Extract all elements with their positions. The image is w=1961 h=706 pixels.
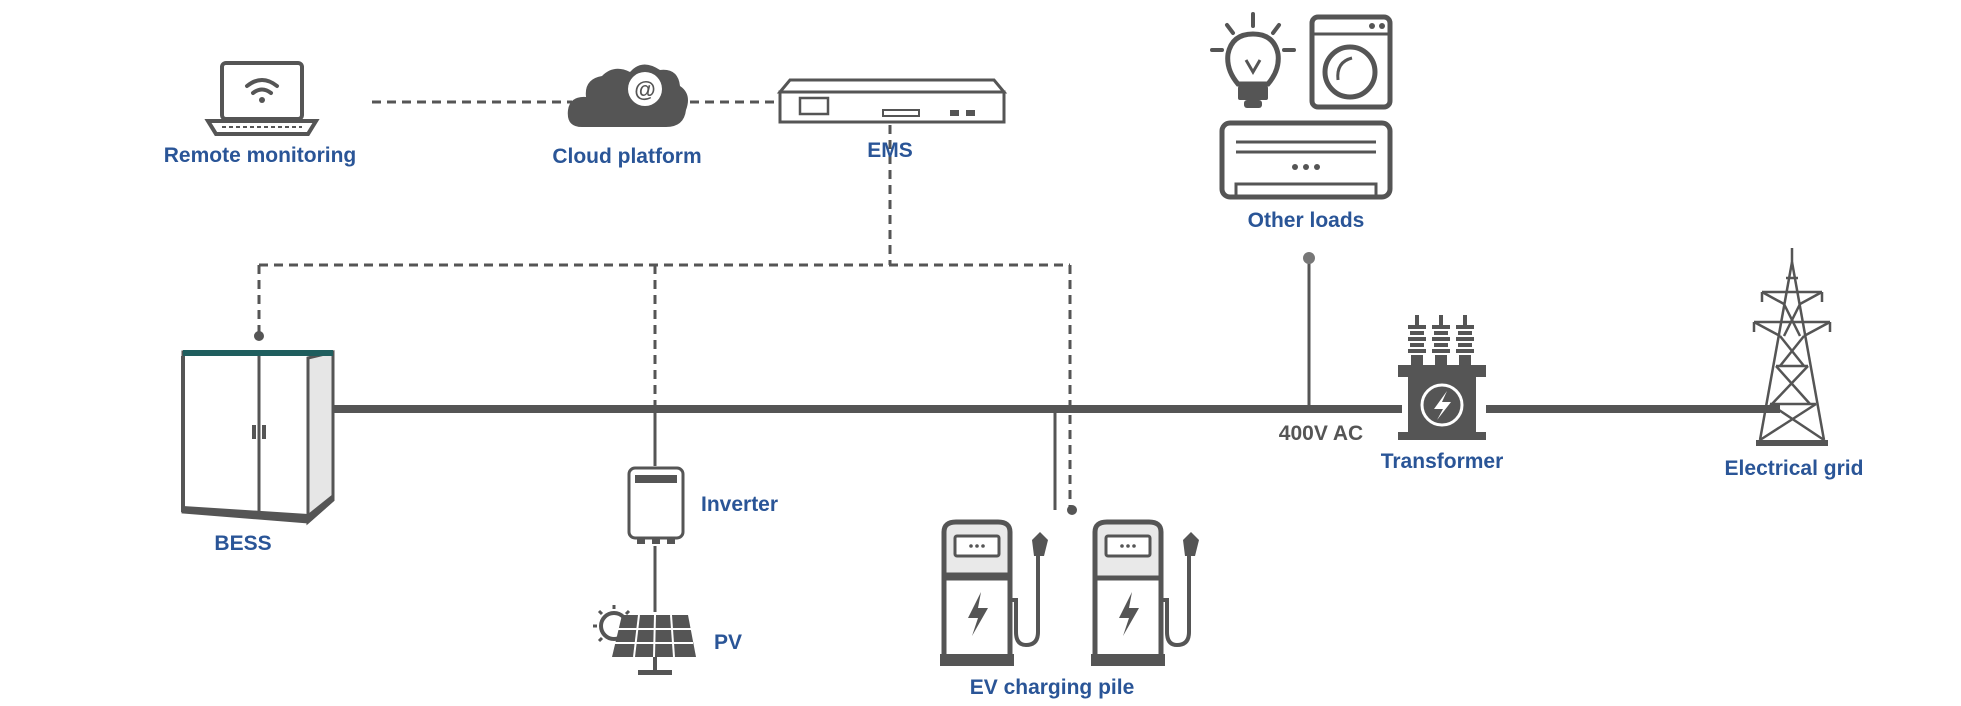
cloud-at-icon: @ <box>567 64 688 127</box>
ev-charger-icon <box>940 519 1048 666</box>
ev-charging-pile-label: EV charging pile <box>970 676 1135 699</box>
svg-text:@: @ <box>634 77 655 102</box>
loads-drop-dot <box>1303 252 1315 264</box>
light-bulb-icon <box>1210 12 1296 108</box>
pv-label: PV <box>714 631 742 654</box>
ev-charger-icon <box>1091 519 1199 666</box>
electrical-grid-label: Electrical grid <box>1725 457 1864 480</box>
laptop-wifi-icon <box>204 61 320 136</box>
battery-cabinet-icon <box>181 350 335 526</box>
cloud-platform-label: Cloud platform <box>552 145 701 168</box>
tower-base <box>1756 440 1828 446</box>
bus-voltage-label: 400V AC <box>1279 422 1363 445</box>
transformer-label: Transformer <box>1381 450 1504 473</box>
ems-label: EMS <box>867 139 913 162</box>
charger-link-dot <box>1067 505 1077 515</box>
air-conditioner-icon <box>1219 120 1393 200</box>
other-loads-label: Other loads <box>1248 209 1365 232</box>
transmission-tower-icon <box>1752 248 1832 442</box>
solar-panel-icon <box>593 605 696 675</box>
communication-lines <box>257 100 1072 510</box>
inverter-label: Inverter <box>701 493 778 516</box>
bess-label: BESS <box>214 532 271 555</box>
inverter-icon <box>627 466 685 544</box>
washing-machine-icon <box>1309 14 1393 110</box>
transformer-icon <box>1398 315 1486 440</box>
remote-monitoring-label: Remote monitoring <box>164 144 357 167</box>
ems-rack-unit-icon <box>776 78 1008 124</box>
bess-link-dot <box>254 331 264 341</box>
